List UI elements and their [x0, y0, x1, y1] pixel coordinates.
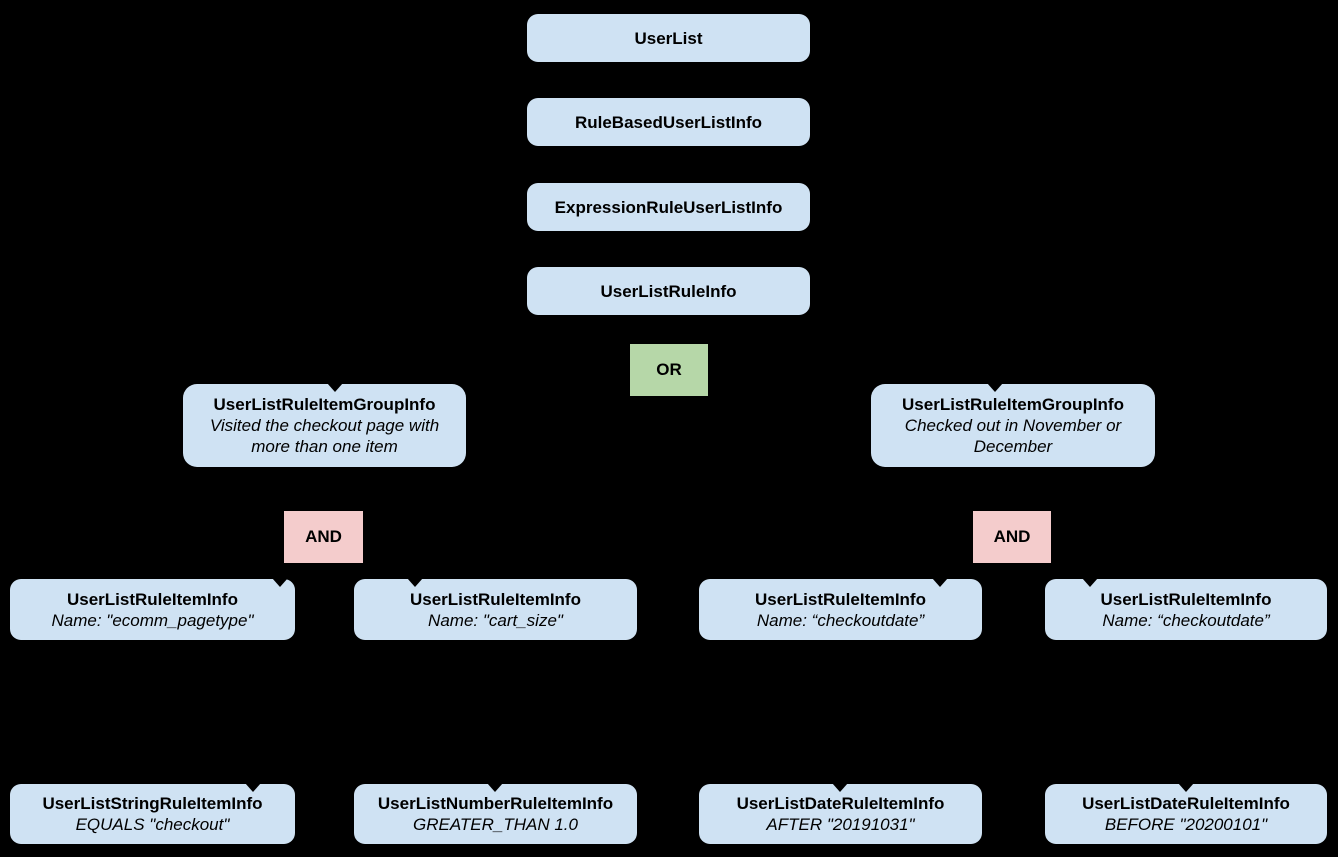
node-rule-item-checkoutdate-2: UserListRuleItemInfo Name: “checkoutdate… — [1045, 579, 1327, 640]
arrowhead-icon — [932, 578, 948, 587]
node-description: Visited the checkout page with more than… — [209, 416, 440, 456]
arrowhead-icon — [487, 783, 503, 792]
arrowhead-icon — [407, 578, 423, 587]
and-operator-box-left: AND — [284, 511, 363, 563]
node-title: UserListDateRuleItemInfo — [1082, 794, 1290, 813]
node-user-list-rule-info: UserListRuleInfo — [527, 267, 810, 315]
arrowhead-icon — [987, 383, 1003, 392]
node-title: UserListRuleItemGroupInfo — [902, 395, 1124, 414]
arrowhead-icon — [832, 783, 848, 792]
arrowhead-icon — [327, 383, 343, 392]
node-title: UserListDateRuleItemInfo — [736, 794, 945, 813]
node-description: Name: "cart_size" — [428, 610, 563, 630]
node-title: RuleBasedUserListInfo — [574, 112, 763, 132]
node-description: AFTER "20191031" — [766, 815, 915, 834]
node-rule-item-ecomm-pagetype: UserListRuleItemInfo Name: "ecomm_pagety… — [10, 579, 295, 640]
node-title: UserListNumberRuleItemInfo — [377, 794, 614, 813]
node-rule-based-user-list-info: RuleBasedUserListInfo — [527, 98, 810, 146]
or-operator-box: OR — [630, 344, 708, 396]
node-title: UserListRuleItemInfo — [67, 589, 238, 609]
node-title: UserList — [634, 28, 703, 48]
node-userlist: UserList — [527, 14, 810, 62]
and-operator-box-right: AND — [973, 511, 1051, 563]
node-rule-item-cart-size: UserListRuleItemInfo Name: "cart_size" — [354, 579, 637, 640]
node-description: GREATER_THAN 1.0 — [412, 815, 578, 834]
node-string-rule-item-info: UserListStringRuleItemInfo EQUALS "check… — [10, 784, 295, 844]
node-description: EQUALS "checkout" — [75, 815, 230, 834]
node-description: Name: “checkoutdate” — [1102, 610, 1270, 630]
node-title: ExpressionRuleUserListInfo — [554, 197, 783, 217]
arrowhead-icon — [245, 783, 261, 792]
node-rule-item-checkoutdate-1: UserListRuleItemInfo Name: “checkoutdate… — [699, 579, 982, 640]
node-number-rule-item-info: UserListNumberRuleItemInfo GREATER_THAN … — [354, 784, 637, 844]
node-description: Name: "ecomm_pagetype" — [51, 610, 254, 630]
node-expression-rule-user-list-info: ExpressionRuleUserListInfo — [527, 183, 810, 231]
node-description: Checked out in November or December — [904, 416, 1122, 456]
node-title: UserListRuleItemInfo — [1100, 589, 1272, 609]
node-title: UserListRuleItemGroupInfo — [213, 395, 436, 414]
node-title: UserListRuleItemInfo — [755, 589, 926, 609]
arrowhead-icon — [272, 578, 288, 587]
node-title: UserListStringRuleItemInfo — [42, 794, 263, 813]
node-rule-item-group-left: UserListRuleItemGroupInfo Visited the ch… — [183, 384, 466, 467]
node-description: Name: “checkoutdate” — [756, 610, 925, 630]
arrowhead-icon — [1178, 783, 1194, 792]
node-description: BEFORE "20200101" — [1104, 815, 1268, 834]
node-date-rule-item-info-before: UserListDateRuleItemInfo BEFORE "2020010… — [1045, 784, 1327, 844]
node-title: UserListRuleItemInfo — [410, 589, 581, 609]
node-title: UserListRuleInfo — [600, 281, 737, 301]
arrowhead-icon — [1082, 578, 1098, 587]
node-rule-item-group-right: UserListRuleItemGroupInfo Checked out in… — [871, 384, 1155, 467]
node-date-rule-item-info-after: UserListDateRuleItemInfo AFTER "20191031… — [699, 784, 982, 844]
